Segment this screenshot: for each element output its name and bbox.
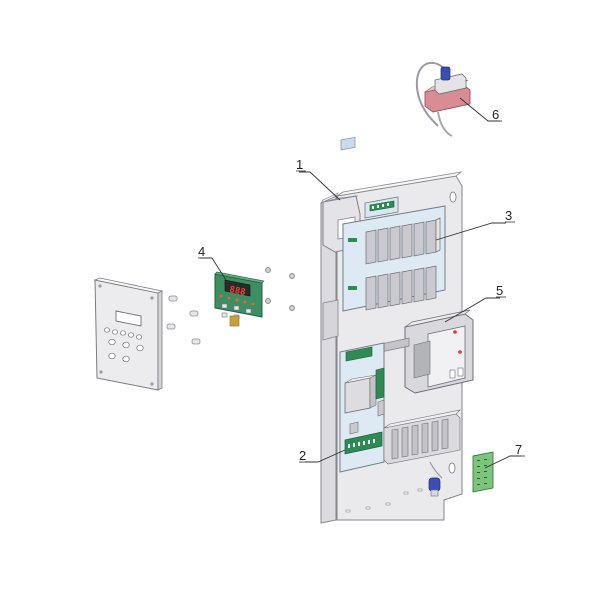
callout-2: 2: [299, 448, 306, 463]
standoff-screws: [166, 295, 201, 345]
terminal-blocks: [383, 409, 461, 465]
display-board: 888: [214, 271, 265, 327]
terminal-label-card: [472, 451, 494, 493]
front-faceplate: [93, 277, 164, 391]
power-board: [339, 342, 385, 473]
top-connector-board: [364, 196, 399, 219]
leader-3: [435, 222, 506, 241]
leader-1: [299, 171, 341, 201]
probe-fitting: [428, 461, 443, 497]
callouts: 1 2 3 4 5 6 7: [198, 107, 525, 463]
leader-2: [305, 449, 346, 463]
callout-6: 6: [492, 107, 499, 122]
callout-5: 5: [496, 283, 503, 298]
display-digits: 888: [228, 285, 246, 298]
contactor: [404, 309, 474, 394]
callout-4: 4: [198, 244, 205, 259]
leader-5: [444, 297, 500, 323]
relay-board: [342, 205, 446, 312]
thermostat-sensor: [415, 61, 471, 137]
callout-7: 7: [515, 442, 522, 457]
callout-3: 3: [505, 208, 512, 223]
callout-1: 1: [296, 157, 303, 172]
mounting-screws: [265, 267, 295, 311]
